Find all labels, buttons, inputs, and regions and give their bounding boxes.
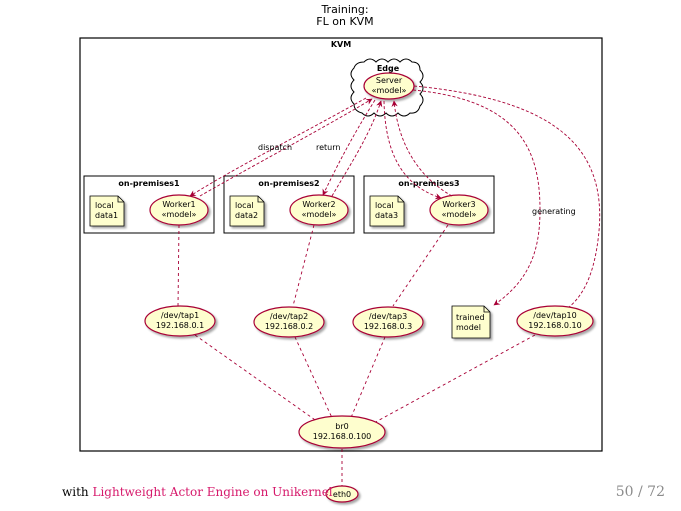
bridge-address: 192.168.0.100 bbox=[313, 432, 372, 441]
server-stereotype: «model» bbox=[372, 86, 407, 95]
tap1-bridge-link bbox=[194, 334, 319, 423]
dispatch-label: dispatch bbox=[258, 143, 292, 152]
local-data1-line2: data1 bbox=[95, 211, 118, 220]
premises2-label: on-premises2 bbox=[258, 179, 319, 188]
local-data1-note bbox=[89, 195, 125, 227]
tap3-bridge-link bbox=[349, 336, 386, 421]
footer-caption: with Lightweight Actor Engine on Unikern… bbox=[62, 485, 333, 499]
dispatch-arrow-worker3 bbox=[383, 100, 442, 200]
generating-label: generating bbox=[532, 207, 576, 216]
edge-label: Edge bbox=[377, 64, 400, 73]
bridge-name: br0 bbox=[335, 422, 348, 431]
tap1-node bbox=[144, 305, 216, 337]
premises1-label: on-premises1 bbox=[118, 179, 180, 188]
worker3-tap3-link bbox=[392, 224, 449, 307]
tap10-device: /dev/tap10 bbox=[533, 311, 576, 320]
kvm-label: KVM bbox=[331, 40, 351, 49]
worker1-name: Worker1 bbox=[162, 200, 195, 209]
tap2-bridge-link bbox=[294, 336, 334, 421]
server-name: Server bbox=[376, 76, 403, 85]
bridge-node bbox=[298, 415, 386, 449]
dispatch-arrow-worker2 bbox=[322, 99, 376, 196]
server-tap10-link bbox=[413, 85, 601, 311]
worker3-stereotype: «model» bbox=[442, 210, 477, 219]
tap10-bridge-link bbox=[371, 334, 536, 425]
dispatch-arrow-worker1 bbox=[189, 97, 367, 197]
page-number: 50 / 72 bbox=[615, 484, 665, 500]
tap1-address: 192.168.0.1 bbox=[156, 321, 204, 330]
premises2-frame bbox=[223, 175, 355, 234]
tap2-device: /dev/tap2 bbox=[270, 312, 308, 321]
trained-model-line2: model bbox=[456, 323, 481, 332]
premises3-label: on-premises3 bbox=[398, 179, 459, 188]
trained-model-note bbox=[451, 305, 491, 339]
footer-highlight: Lightweight Actor Engine on Unikernel bbox=[92, 485, 333, 499]
worker2-name: Worker2 bbox=[302, 200, 335, 209]
tap2-node bbox=[253, 306, 325, 338]
tap1-device: /dev/tap1 bbox=[161, 311, 199, 320]
worker2-tap2-link bbox=[292, 224, 315, 307]
worker1-tap1-link bbox=[177, 224, 180, 307]
diagram-title-line2: FL on KVM bbox=[316, 15, 373, 28]
premises3-frame bbox=[363, 175, 495, 234]
return-arrow-worker1 bbox=[199, 98, 373, 197]
worker1-stereotype: «model» bbox=[162, 210, 197, 219]
tap3-device: /dev/tap3 bbox=[369, 312, 407, 321]
tap3-address: 192.168.0.3 bbox=[364, 322, 412, 331]
tap10-address: 192.168.0.10 bbox=[528, 321, 581, 330]
kvm-frame bbox=[79, 37, 603, 452]
tap3-node bbox=[352, 306, 424, 338]
diagram-title-line1: Training: bbox=[320, 3, 368, 16]
worker2-node bbox=[289, 194, 349, 226]
generating-arrow bbox=[412, 89, 541, 306]
local-data1-line1: local bbox=[95, 201, 114, 210]
local-data2-line1: local bbox=[235, 201, 254, 210]
local-data2-line2: data2 bbox=[235, 211, 258, 220]
local-data3-line2: data3 bbox=[375, 211, 398, 220]
tap2-address: 192.168.0.2 bbox=[265, 322, 313, 331]
eth0-label: eth0 bbox=[333, 490, 351, 499]
local-data3-line1: local bbox=[375, 201, 394, 210]
trained-model-line1: trained bbox=[456, 313, 485, 322]
local-data2-note bbox=[229, 195, 265, 227]
local-data3-note bbox=[369, 195, 405, 227]
tap10-node bbox=[516, 305, 594, 337]
return-label: return bbox=[316, 143, 340, 152]
eth0-node bbox=[325, 485, 359, 503]
worker2-stereotype: «model» bbox=[302, 210, 337, 219]
worker3-node bbox=[429, 194, 489, 226]
footer-prefix: with bbox=[62, 485, 93, 499]
return-arrow-worker2 bbox=[331, 100, 383, 197]
worker3-name: Worker3 bbox=[442, 200, 475, 209]
premises1-frame bbox=[83, 175, 215, 234]
